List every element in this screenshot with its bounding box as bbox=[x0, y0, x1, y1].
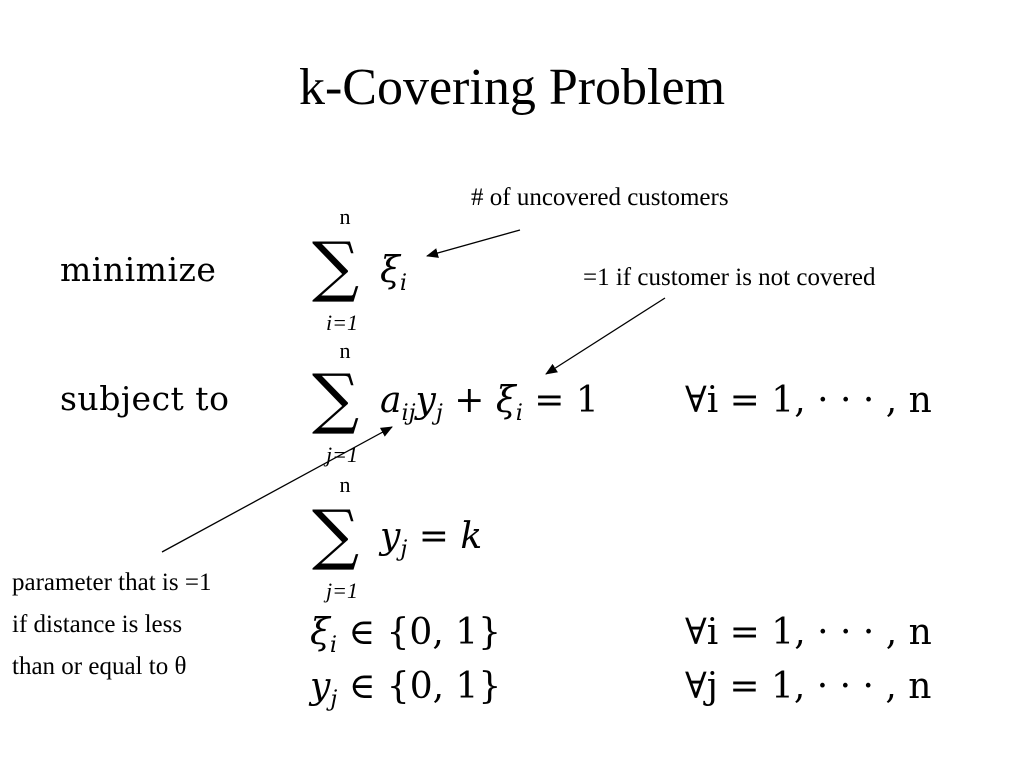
arrow-to-aij bbox=[161, 426, 393, 553]
annotation-xi-meaning: =1 if customer is not covered bbox=[583, 264, 876, 291]
objective-term: ξi bbox=[380, 250, 407, 296]
annotation-param-line2: if distance is less bbox=[12, 611, 183, 638]
objective-sum-lower: i=1 bbox=[326, 310, 358, 335]
objective-label: minimize bbox=[60, 250, 217, 289]
arrow-to-xi bbox=[545, 297, 666, 375]
constraint2-expression: yj = k bbox=[380, 516, 483, 562]
y-domain: yj ∈ {0, 1} bbox=[310, 666, 502, 712]
constraint2-sum-upper: n bbox=[339, 472, 351, 497]
constraint1-sum-symbol: ∑ bbox=[312, 360, 360, 437]
constraint2-sum-symbol: ∑ bbox=[312, 496, 360, 573]
slide-title: k-Covering Problem bbox=[298, 59, 726, 116]
xi-domain: ξi ∈ {0, 1} bbox=[310, 612, 502, 658]
annotation-param-line3: than or equal to θ bbox=[12, 653, 187, 680]
constraint1-expression: aijyj + ξi = 1 bbox=[380, 380, 599, 426]
constraint1-sum-upper: n bbox=[339, 338, 351, 363]
constraint2-sum-lower: j=1 bbox=[326, 578, 358, 603]
objective-sum-symbol: ∑ bbox=[312, 228, 360, 305]
constraint-label: subject to bbox=[60, 379, 230, 418]
objective-sum-upper: n bbox=[339, 204, 351, 229]
annotation-uncovered-customers: # of uncovered customers bbox=[471, 184, 729, 211]
y-domain-range: ∀j = 1, · · · , n bbox=[685, 666, 932, 707]
arrow-to-objective bbox=[426, 229, 521, 258]
annotation-param-line1: parameter that is =1 bbox=[12, 569, 212, 596]
constraint1-range: ∀i = 1, · · · , n bbox=[685, 380, 932, 421]
xi-domain-range: ∀i = 1, · · · , n bbox=[685, 612, 932, 653]
